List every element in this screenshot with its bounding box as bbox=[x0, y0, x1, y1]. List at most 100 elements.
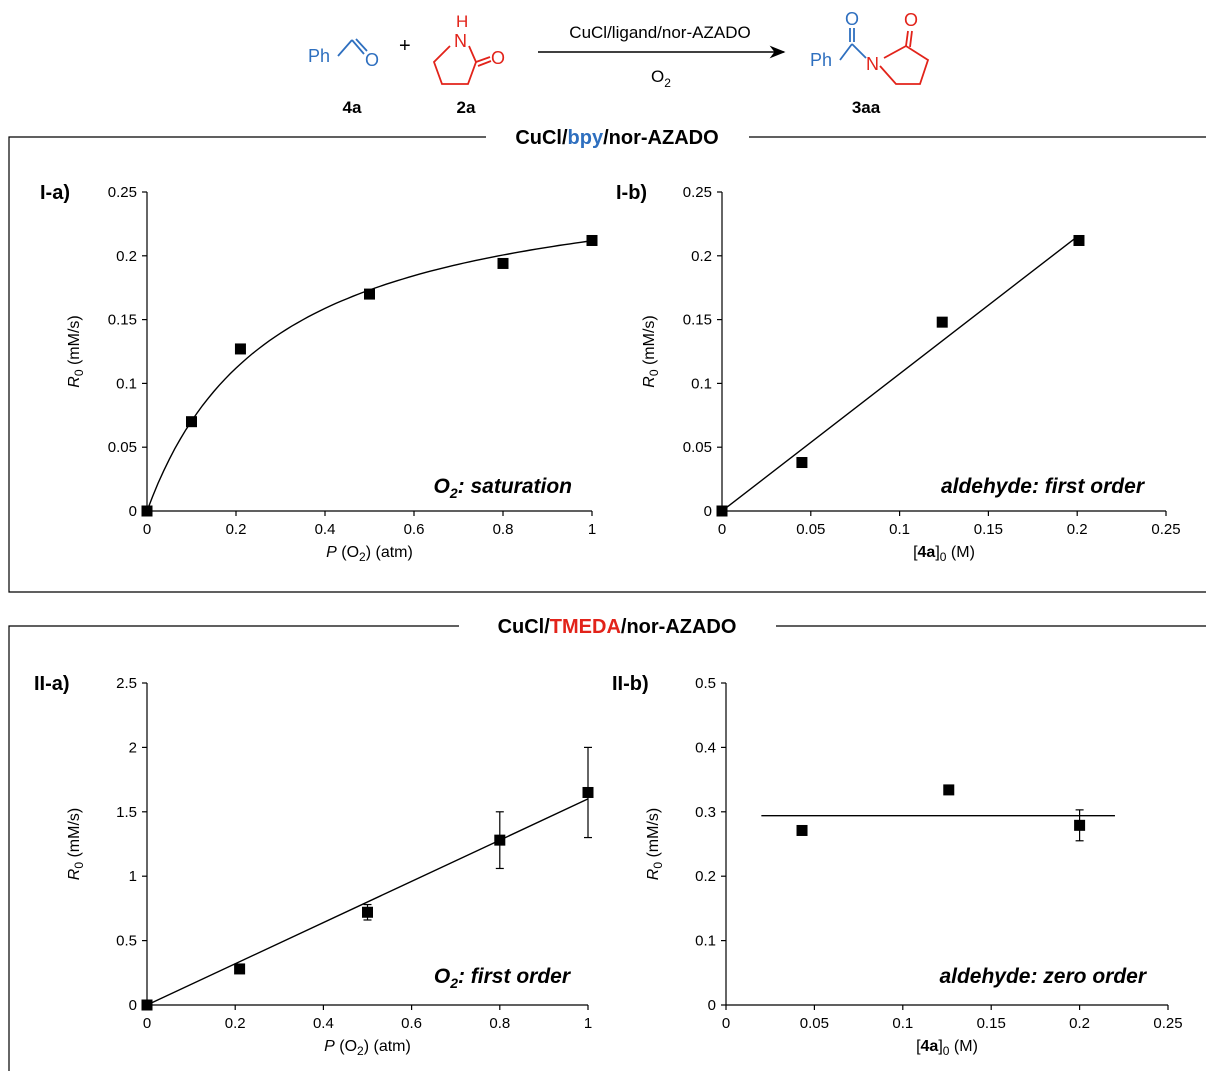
pyrrolidinone-structure: H N O bbox=[432, 12, 505, 85]
x-tick-label: 0.15 bbox=[974, 521, 1003, 538]
fit-line bbox=[146, 798, 589, 1006]
y-tick-label: 0.1 bbox=[695, 933, 716, 950]
y-tick-label: 0.15 bbox=[108, 312, 137, 329]
x-axis-label: P (O2) (atm) bbox=[324, 1038, 411, 1058]
chart-annotation: O2: first order bbox=[434, 965, 572, 991]
y-tick-label: 0.3 bbox=[695, 804, 716, 821]
fit-line bbox=[721, 236, 1078, 512]
x-tick-label: 0.05 bbox=[800, 1015, 829, 1032]
compound-3aa-label: 3aa bbox=[852, 98, 881, 117]
product-structure: Ph O N O bbox=[810, 9, 930, 85]
x-tick-label: 0.2 bbox=[225, 1015, 246, 1032]
pyrrolidinone-h-label: H bbox=[456, 12, 468, 31]
y-tick-label: 2 bbox=[129, 739, 137, 756]
compound-4a-label: 4a bbox=[343, 98, 362, 117]
x-tick-label: 0.4 bbox=[315, 521, 336, 538]
y-tick-label: 0.25 bbox=[108, 184, 137, 201]
data-point bbox=[186, 416, 197, 428]
x-tick-label: 0.8 bbox=[493, 521, 514, 538]
conditions-o2: O2 bbox=[651, 67, 671, 90]
y-tick-label: 0.1 bbox=[116, 375, 137, 392]
y-tick-label: 0.15 bbox=[683, 312, 712, 329]
y-tick-label: 0.05 bbox=[108, 439, 137, 456]
x-tick-label: 0.6 bbox=[401, 1015, 422, 1032]
benzaldehyde-o-label: O bbox=[365, 50, 379, 70]
y-axis-label: R0 (mM/s) bbox=[641, 315, 661, 387]
benzaldehyde-ph-label: Ph bbox=[308, 46, 330, 66]
y-axis-label: R0 (mM/s) bbox=[645, 808, 665, 880]
y-tick-label: 1.5 bbox=[116, 804, 137, 821]
x-tick-label: 0 bbox=[143, 1015, 151, 1032]
data-point bbox=[494, 834, 506, 846]
panel-label: II-a) bbox=[34, 673, 70, 695]
section-tmeda-title: CuCl/TMEDA/nor-AZADO bbox=[498, 616, 737, 638]
y-tick-label: 0.1 bbox=[691, 375, 712, 392]
data-point bbox=[936, 316, 948, 328]
product-o1-label: O bbox=[845, 9, 859, 29]
data-point bbox=[716, 505, 728, 517]
x-tick-label: 0 bbox=[722, 1015, 730, 1032]
x-axis-label: [4a]0 (M) bbox=[916, 1038, 978, 1058]
y-axis-label: R0 (mM/s) bbox=[66, 315, 86, 387]
x-tick-label: 0.1 bbox=[889, 521, 910, 538]
benzaldehyde-structure: Ph O bbox=[308, 38, 379, 70]
data-point bbox=[943, 784, 955, 796]
section-tmeda: CuCl/TMEDA/nor-AZADO bbox=[8, 616, 1206, 1071]
x-tick-label: 0.8 bbox=[489, 1015, 510, 1032]
fit-line bbox=[146, 240, 593, 512]
y-tick-label: 0.5 bbox=[695, 675, 716, 692]
x-tick-label: 0.25 bbox=[1153, 1015, 1182, 1032]
x-tick-label: 0.05 bbox=[796, 521, 825, 538]
panel-label: II-b) bbox=[612, 673, 649, 695]
y-tick-label: 2.5 bbox=[116, 675, 137, 692]
y-tick-label: 0.25 bbox=[683, 184, 712, 201]
x-tick-label: 0.15 bbox=[977, 1015, 1006, 1032]
reaction-scheme: Ph O + H N O CuCl/ligand/nor-AZADO O2 Ph bbox=[308, 9, 930, 117]
x-tick-label: 0.2 bbox=[226, 521, 247, 538]
data-point bbox=[497, 257, 509, 269]
chart-ii-b: 0 0.05 0.1 0.15 0.2 0.25 0 0.1 0.2 0.3 0.4 0.5 II-b)… bbox=[612, 673, 1183, 1058]
x-axis-label: P (O2) (atm) bbox=[326, 544, 413, 564]
x-tick-label: 0.6 bbox=[404, 521, 425, 538]
y-tick-label: 0.2 bbox=[695, 868, 716, 885]
chart-annotation: aldehyde: first order bbox=[941, 475, 1146, 498]
y-tick-label: 0 bbox=[704, 503, 712, 520]
product-n-label: N bbox=[866, 54, 879, 74]
data-point bbox=[362, 906, 373, 918]
y-tick-label: 0.05 bbox=[683, 439, 712, 456]
data-point bbox=[141, 999, 153, 1011]
y-axis-label: R0 (mM/s) bbox=[66, 808, 86, 880]
data-point bbox=[582, 786, 594, 798]
data-point bbox=[364, 288, 375, 300]
panel-label: I-a) bbox=[40, 182, 70, 204]
x-tick-label: 1 bbox=[588, 521, 596, 538]
y-tick-label: 0.2 bbox=[116, 248, 137, 265]
panel-label: I-b) bbox=[616, 182, 647, 204]
x-tick-label: 1 bbox=[584, 1015, 592, 1032]
y-tick-label: 0 bbox=[708, 997, 716, 1014]
y-tick-label: 0.4 bbox=[695, 739, 716, 756]
data-point bbox=[141, 505, 153, 517]
x-tick-label: 0.2 bbox=[1069, 1015, 1090, 1032]
y-tick-label: 0.5 bbox=[116, 933, 137, 950]
y-tick-label: 0.2 bbox=[691, 248, 712, 265]
data-point bbox=[796, 824, 808, 836]
x-axis-label: [4a]0 (M) bbox=[913, 544, 975, 564]
section-bpy-title: CuCl/bpy/nor-AZADO bbox=[515, 127, 718, 149]
compound-2a-label: 2a bbox=[457, 98, 476, 117]
x-tick-label: 0.4 bbox=[313, 1015, 334, 1032]
chart-i-a: 0 0.2 0.4 0.6 0.8 1 0 0.05 0.1 0.15 0.2 0.25 I-a) R0 … bbox=[40, 182, 598, 564]
product-o2-label: O bbox=[904, 10, 918, 30]
x-tick-label: 0 bbox=[143, 521, 151, 538]
x-tick-label: 0.2 bbox=[1067, 521, 1088, 538]
charts-layer: 0 0.2 0.4 0.6 0.8 1 0 0.05 0.1 0.15 0.2 0.25 I-a) R0 … bbox=[34, 182, 1183, 1058]
chart-annotation: aldehyde: zero order bbox=[939, 965, 1147, 988]
y-tick-label: 0 bbox=[129, 503, 137, 520]
conditions-top: CuCl/ligand/nor-AZADO bbox=[569, 23, 750, 42]
x-tick-label: 0.1 bbox=[892, 1015, 913, 1032]
data-point bbox=[234, 343, 246, 355]
y-tick-label: 1 bbox=[129, 868, 137, 885]
